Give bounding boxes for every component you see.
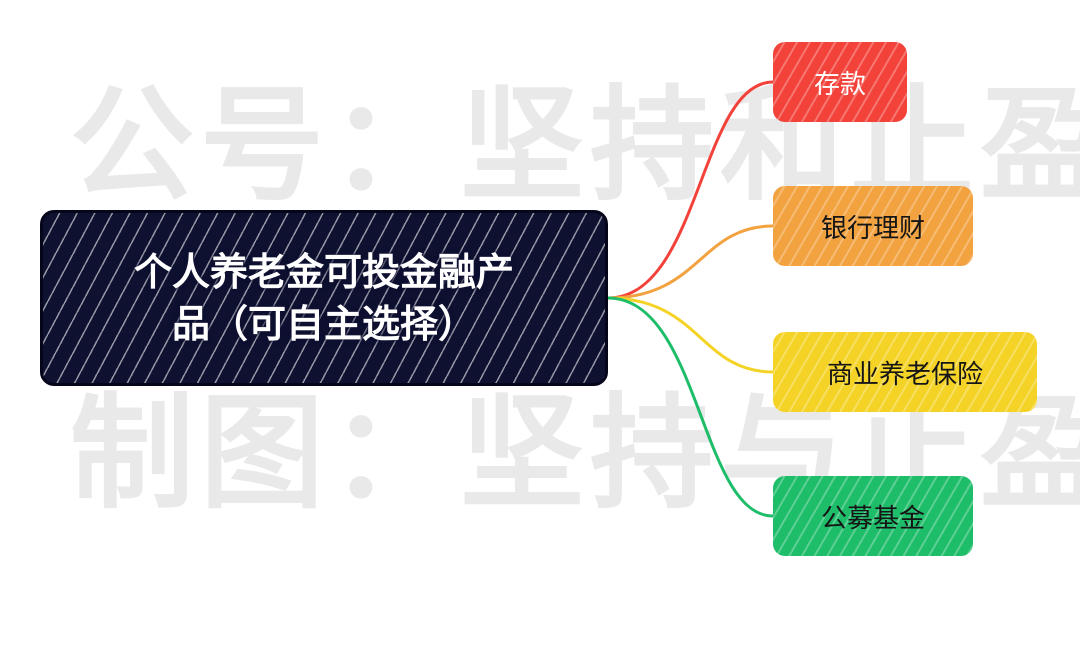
- root-node-label: 个人养老金可投金融产 品（可自主选择）: [134, 246, 514, 350]
- connector-public-fund: [606, 296, 775, 518]
- branch-node-commercial-pension: 商业养老保险: [773, 332, 1037, 412]
- branch-node-deposit: 存款: [773, 42, 907, 122]
- branch-label-public-fund: 公募基金: [820, 503, 925, 534]
- branch-label-bank-wealth: 银行理财: [820, 213, 925, 244]
- root-node: 个人养老金可投金融产 品（可自主选择）: [40, 210, 608, 386]
- root-label-line-1: 个人养老金可投金融产: [133, 250, 514, 294]
- connector-commercial-pension: [606, 296, 775, 374]
- branch-node-public-fund: 公募基金: [773, 476, 973, 556]
- branch-label-deposit: 存款: [813, 69, 866, 100]
- branch-node-bank-wealth: 银行理财: [773, 186, 973, 266]
- branch-label-commercial-pension: 商业养老保险: [826, 359, 983, 390]
- connector-deposit: [606, 80, 775, 300]
- root-label-line-2: 品（可自主选择）: [171, 302, 476, 346]
- connector-bank-wealth: [606, 224, 775, 300]
